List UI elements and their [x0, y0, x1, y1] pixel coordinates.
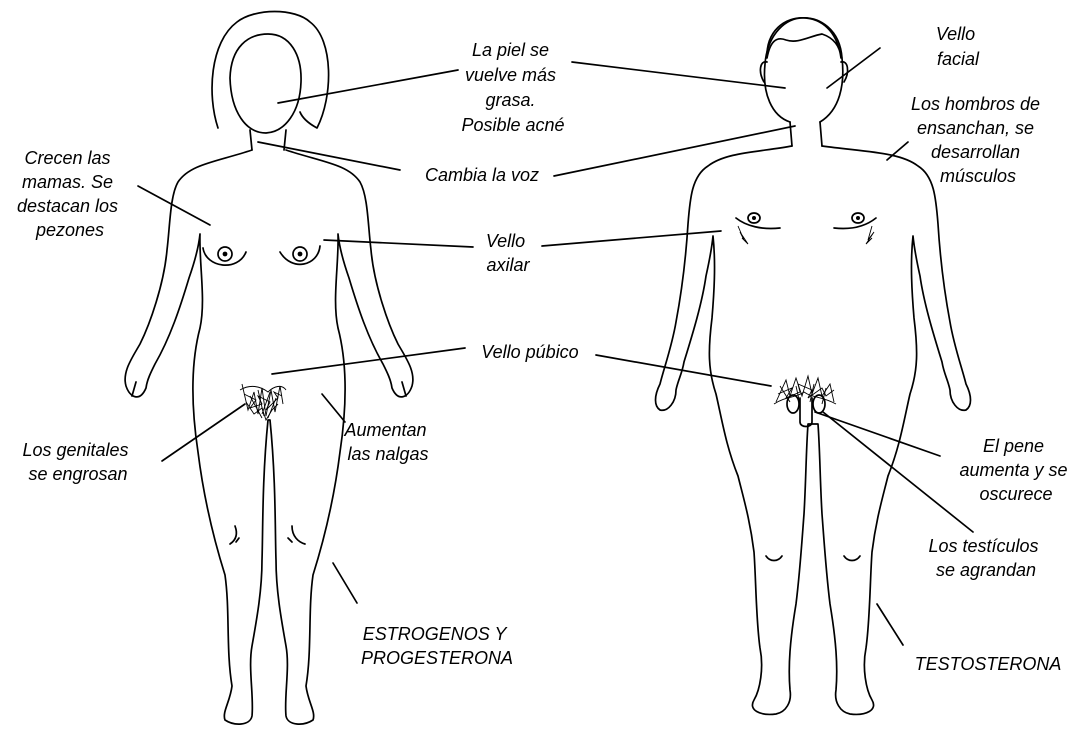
label-female-hormones: ESTROGENOS Y PROGESTERONA	[361, 624, 513, 668]
label-pubic-hair: Vello púbico	[481, 342, 578, 362]
male-hair	[767, 18, 841, 58]
male-axillary-hair-left	[738, 226, 748, 244]
label-genitals: Los genitales se engrosan	[22, 440, 133, 484]
leader-axillary-female	[324, 240, 473, 247]
label-testicles: Los testículos se agrandan	[928, 536, 1043, 580]
male-pubic-hair	[774, 376, 836, 404]
male-body	[656, 146, 971, 714]
male-neck	[790, 122, 792, 146]
leader-pubic-female	[272, 348, 465, 374]
female-neck	[250, 130, 252, 150]
label-shoulders: Los hombros de ensanchan, se desarrollan…	[911, 94, 1045, 186]
female-knee-right	[292, 526, 305, 544]
label-buttocks: Aumentan las nalgas	[343, 420, 431, 464]
female-knee-left	[230, 526, 236, 544]
leader-estrogen	[333, 563, 357, 603]
female-face	[230, 34, 301, 133]
leader-testicles	[823, 412, 973, 532]
leader-voice-female	[258, 142, 400, 170]
leader-skin-female	[278, 70, 458, 103]
label-breasts: Crecen las mamas. Se destacan los pezone…	[17, 148, 123, 240]
male-head	[764, 18, 842, 122]
leader-buttocks	[322, 394, 345, 422]
label-voice: Cambia la voz	[425, 165, 539, 185]
label-facial-hair: Vello facial	[936, 24, 980, 69]
female-figure	[125, 12, 413, 725]
label-penis: El pene aumenta y se oscurece	[959, 436, 1072, 504]
label-male-hormones: TESTOSTERONA	[915, 654, 1062, 674]
female-pubic-hair	[240, 384, 286, 420]
label-skin: La piel se vuelve más grasa. Posible acn…	[461, 40, 564, 135]
leader-pubic-male	[596, 355, 771, 386]
male-axillary-hair-right	[866, 226, 874, 244]
female-breast-left	[203, 248, 246, 265]
leader-testosterone	[877, 604, 903, 645]
leader-penis	[815, 412, 940, 456]
leader-genitals	[162, 404, 245, 461]
leader-skin-male	[572, 62, 785, 88]
male-pec-left	[736, 218, 780, 229]
female-hair	[212, 12, 329, 129]
label-axillary-hair: Vello axilar	[486, 231, 531, 275]
leader-facial-hair	[827, 48, 880, 88]
male-penis	[800, 398, 812, 427]
leader-axillary-male	[542, 231, 721, 246]
